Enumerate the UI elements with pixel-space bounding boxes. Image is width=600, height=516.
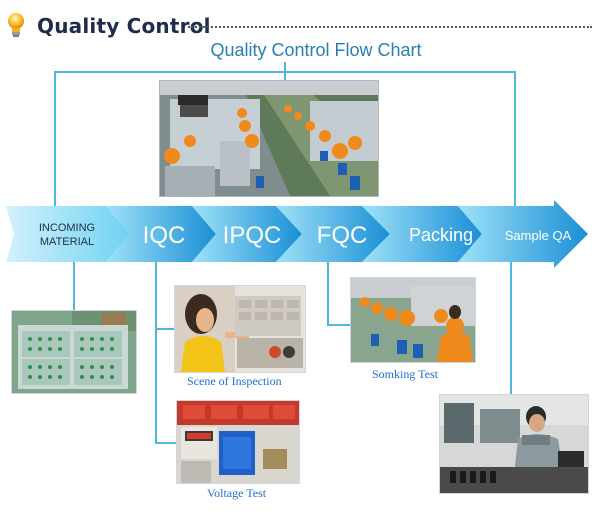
arrow-fqc bbox=[276, 206, 390, 262]
sample-qa-photo bbox=[439, 394, 589, 494]
arrow-iqc bbox=[106, 206, 216, 262]
voltage-caption: Voltage Test bbox=[207, 486, 267, 500]
production-line-photo bbox=[159, 80, 379, 197]
connector-fqc bbox=[327, 262, 329, 326]
connector-sample-qa bbox=[510, 262, 512, 394]
arrow-packing bbox=[362, 206, 482, 262]
step-fqc: FQC bbox=[316, 222, 368, 249]
arrow-incoming bbox=[6, 206, 130, 262]
voltage-test-photo bbox=[176, 400, 300, 484]
process-arrow-chain bbox=[6, 200, 588, 268]
step-incoming-line1: INCOMING bbox=[38, 222, 96, 234]
connector-top-right-drop bbox=[514, 71, 516, 211]
step-ipqc: IPQC bbox=[222, 222, 282, 249]
connector-incoming bbox=[73, 262, 75, 312]
step-incoming-line2: MATERIAL bbox=[39, 236, 95, 248]
dotted-divider bbox=[188, 26, 592, 28]
section-title: Quality Control bbox=[37, 14, 211, 38]
inspection-photo bbox=[174, 285, 306, 373]
smoking-test-photo bbox=[350, 277, 476, 363]
connector-top-left-drop bbox=[54, 71, 56, 206]
connector-fqc-smoking bbox=[327, 324, 351, 326]
connector-iqc bbox=[155, 262, 157, 444]
section-header: Quality Control bbox=[0, 0, 600, 40]
arrow-sample-qa bbox=[458, 200, 588, 268]
step-packing: Packing bbox=[408, 225, 474, 245]
incoming-material-photo bbox=[11, 310, 137, 394]
smoking-caption: Somking Test bbox=[372, 367, 438, 381]
connector-top-center-drop bbox=[284, 62, 286, 82]
flow-chart-title: Quality Control Flow Chart bbox=[210, 40, 422, 60]
connector-iqc-voltage bbox=[155, 442, 177, 444]
arrow-ipqc bbox=[192, 206, 302, 262]
connector-iqc-inspection bbox=[155, 328, 175, 330]
step-sample-qa: Sample QA bbox=[504, 228, 572, 243]
step-incoming-material: INCOMING MATERIAL bbox=[22, 221, 112, 249]
inspection-caption: Scene of Inspection bbox=[187, 374, 282, 388]
step-iqc: IQC bbox=[142, 222, 186, 249]
lightbulb-icon bbox=[8, 13, 24, 37]
